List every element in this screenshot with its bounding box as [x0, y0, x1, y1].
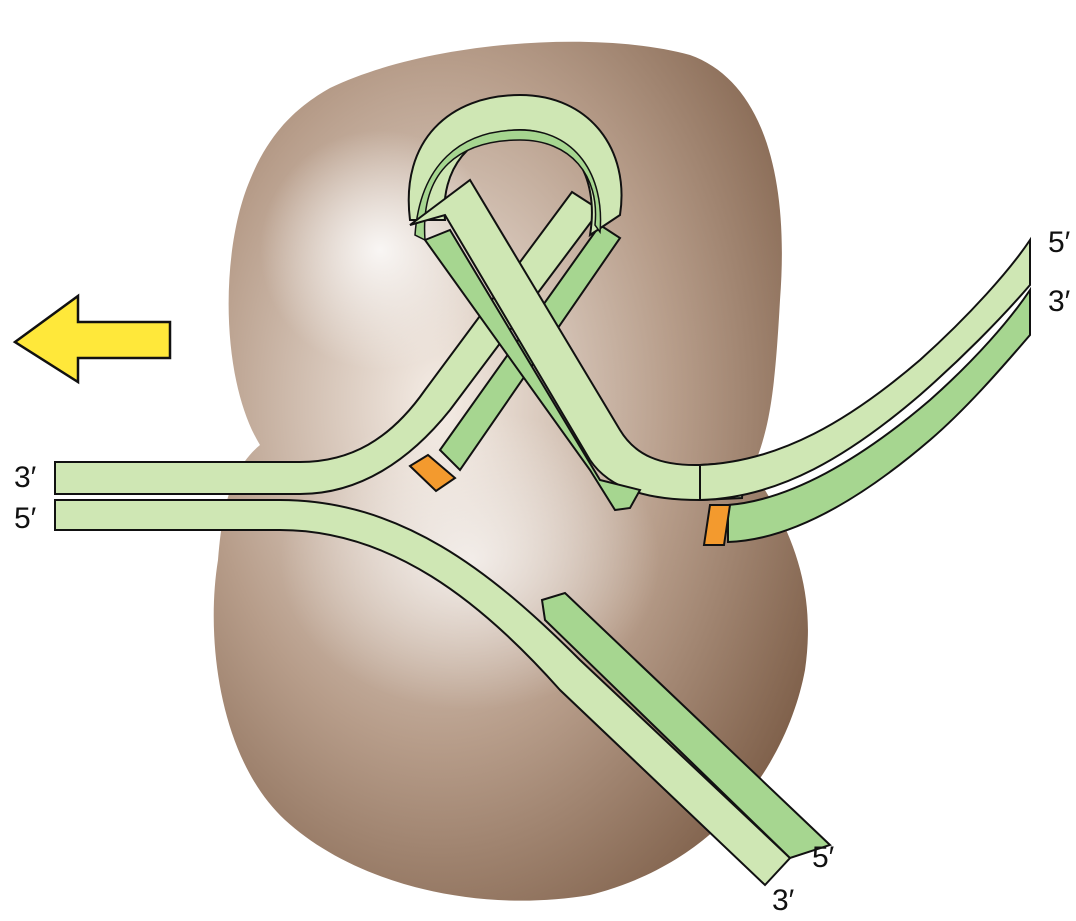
label-bottom-upper: 5′ [812, 841, 835, 874]
left-arrow-icon [15, 296, 170, 382]
label-left-bottom: 5′ [14, 502, 37, 535]
protein-highlight-upper [260, 130, 500, 370]
label-right-top: 5′ [1048, 226, 1071, 259]
label-bottom-lower: 3′ [772, 884, 795, 917]
label-left-top: 3′ [14, 461, 37, 494]
label-right-bottom: 3′ [1048, 285, 1071, 318]
